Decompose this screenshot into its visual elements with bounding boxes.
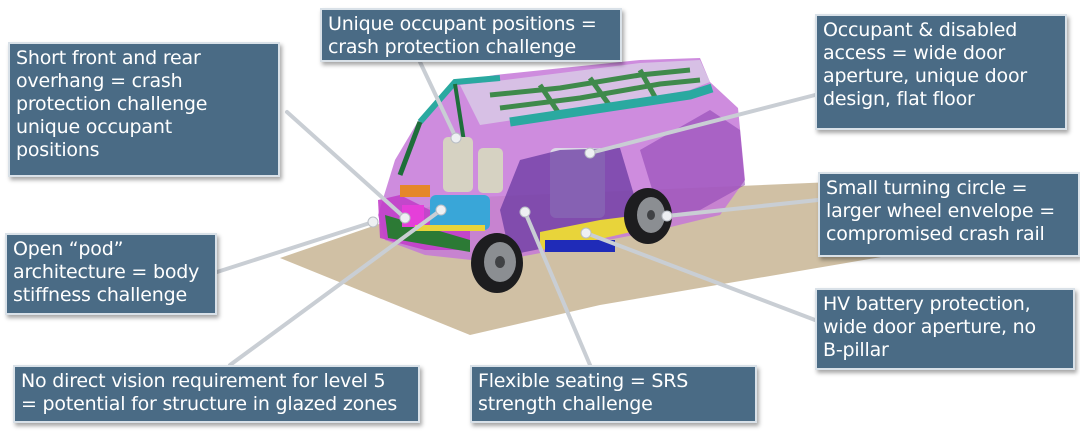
callout-line: larger wheel envelope = [826, 200, 1055, 222]
callout-hv-battery: HV battery protection, wide door apertur… [815, 288, 1075, 370]
callout-line: design, flat floor [823, 88, 975, 110]
callout-line: Short front and rear [16, 47, 201, 69]
front-wheel [471, 233, 523, 293]
callout-line: crash protection challenge [328, 36, 576, 58]
callout-line: unique occupant [16, 116, 172, 138]
leader-direct-vision [228, 208, 443, 367]
leader-flexible-seating [523, 210, 592, 367]
leader-lines [215, 60, 820, 367]
leader-turning-circle [665, 198, 820, 218]
rear-wheel [624, 188, 672, 244]
callout-line: positions [16, 139, 100, 161]
leader-occupant-positions [418, 60, 458, 140]
vehicle-body [378, 58, 745, 262]
callout-occupant-positions: Unique occupant positions = crash protec… [320, 8, 622, 62]
callout-line: compromised crash rail [826, 223, 1045, 245]
leader-pod-architecture [215, 220, 375, 274]
callout-line: access = wide door [823, 42, 1006, 64]
callout-direct-vision: No direct vision requirement for level 5… [13, 365, 420, 423]
callout-line: No direct vision requirement for level 5 [21, 370, 386, 392]
callout-line: strength challenge [478, 393, 653, 415]
callout-flexible-seating: Flexible seating = SRS strength challeng… [470, 365, 757, 423]
callout-line: HV battery protection, [823, 293, 1031, 315]
callout-line: wide door aperture, no [823, 316, 1036, 338]
callout-line: B-pillar [823, 339, 889, 361]
callout-line: Unique occupant positions = [328, 13, 597, 35]
leader-overhang [285, 110, 407, 220]
callout-line: aperture, unique door [823, 65, 1027, 87]
callout-line: architecture = body [13, 261, 200, 283]
callout-turning-circle: Small turning circle = larger wheel enve… [818, 172, 1080, 257]
callout-line: Occupant & disabled [823, 19, 1018, 41]
callout-line: Open “pod” [13, 238, 124, 260]
callout-line: = potential for structure in glazed zone… [21, 393, 398, 415]
callout-overhang: Short front and rear overhang = crash pr… [8, 42, 280, 177]
callout-line: protection challenge [16, 93, 208, 115]
leader-hv-battery [584, 231, 817, 322]
leader-access [588, 93, 817, 155]
callout-line: overhang = crash [16, 70, 183, 92]
callout-line: Flexible seating = SRS [478, 370, 689, 392]
callout-line: stiffness challenge [13, 284, 187, 306]
callout-access: Occupant & disabled access = wide door a… [815, 14, 1067, 130]
leader-endpoints [367, 132, 673, 239]
callout-line: Small turning circle = [826, 177, 1028, 199]
callout-pod-architecture: Open “pod” architecture = body stiffness… [5, 233, 217, 315]
